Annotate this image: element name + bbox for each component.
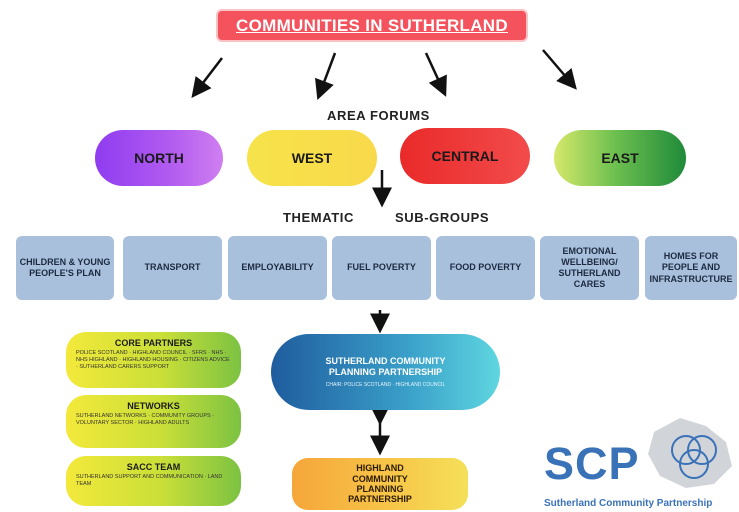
- scpp-node: SUTHERLAND COMMUNITY PLANNING PARTNERSHI…: [271, 334, 500, 410]
- area-east: EAST: [554, 130, 686, 186]
- sacc-team-heading: SACC TEAM: [126, 462, 181, 472]
- core-partners-box: CORE PARTNERS POLICE SCOTLAND · HIGHLAND…: [66, 332, 241, 388]
- scp-logo-text: SCP: [544, 438, 640, 489]
- subgroup-food-poverty: FOOD POVERTY: [436, 236, 535, 300]
- core-partners-heading: CORE PARTNERS: [114, 338, 193, 348]
- sacc-team-box: SACC TEAM SUTHERLAND SUPPORT AND COMMUNI…: [66, 456, 241, 506]
- arrow-central: [424, 52, 447, 97]
- area-forums-label: AREA FORUMS: [327, 108, 430, 123]
- subgroup-children: CHILDREN & YOUNG PEOPLE'S PLAN: [16, 236, 114, 300]
- networks-box: NETWORKS SUTHERLAND NETWORKS · COMMUNITY…: [66, 395, 241, 448]
- sacc-team-text: SUTHERLAND SUPPORT AND COMMUNICATION · L…: [76, 474, 223, 488]
- scpp-subtext: CHAIR: POLICE SCOTLAND · HIGHLAND COUNCI…: [325, 381, 446, 388]
- subgroup-emotional-wellbeing: EMOTIONAL WELLBEING/ SUTHERLAND CARES: [540, 236, 639, 300]
- scpp-heading: SUTHERLAND COMMUNITY PLANNING PARTNERSHI…: [325, 356, 446, 377]
- arrow-north: [191, 57, 223, 98]
- scp-logo-caption: Sutherland Community Partnership: [544, 498, 713, 509]
- area-central: CENTRAL: [400, 128, 530, 184]
- hcpp-node: HIGHLAND COMMUNITY PLANNING PARTNERSHIP: [292, 458, 468, 510]
- scp-logo-mark: [648, 418, 732, 488]
- arrow-west: [315, 52, 337, 101]
- diagram-title: COMMUNITIES IN SUTHERLAND: [216, 9, 528, 42]
- core-partners-text: POLICE SCOTLAND · HIGHLAND COUNCIL · SFR…: [76, 350, 230, 371]
- networks-text: SUTHERLAND NETWORKS · COMMUNITY GROUPS ·…: [76, 413, 215, 427]
- subgroup-homes-infrastructure: HOMES FOR PEOPLE AND INFRASTRUCTURE: [645, 236, 737, 300]
- subgroup-employability: EMPLOYABILITY: [228, 236, 327, 300]
- subgroup-transport: TRANSPORT: [123, 236, 222, 300]
- arrow-east: [542, 49, 577, 90]
- networks-heading: NETWORKS: [127, 401, 180, 411]
- thematic-label: THEMATIC: [283, 210, 354, 225]
- subgroups-label: SUB-GROUPS: [395, 210, 490, 225]
- area-west: WEST: [247, 130, 377, 186]
- subgroup-fuel-poverty: FUEL POVERTY: [332, 236, 431, 300]
- area-north: NORTH: [95, 130, 223, 186]
